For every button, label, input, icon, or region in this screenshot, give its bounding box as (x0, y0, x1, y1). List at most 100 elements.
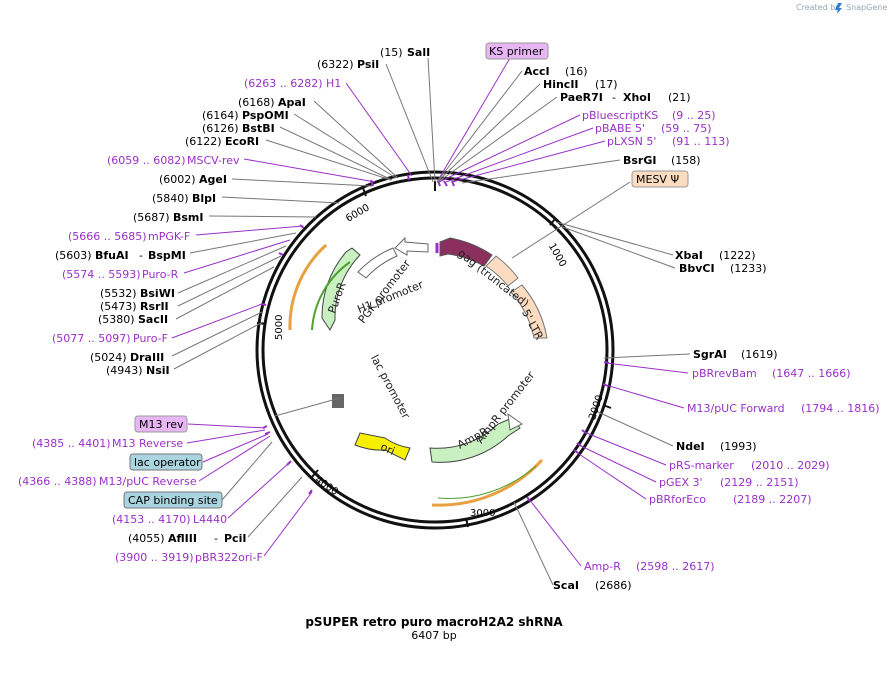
xbai-name: XbaI (675, 249, 703, 262)
apai-pos: (6168) (238, 96, 275, 109)
pbrforeco-name: pBRforEco (649, 493, 706, 506)
amp-r-name: Amp-R (584, 560, 621, 573)
mscv-rev-name: MSCV-rev (187, 154, 240, 167)
m13-reverse-range: (4385 .. 4401) (32, 437, 111, 450)
pbrrevbam-range: (1647 .. 1666) (772, 367, 851, 380)
tick-4000-mark (311, 469, 319, 478)
pcii-name: PciI (224, 532, 246, 545)
paer7i-dash: - (612, 91, 616, 104)
mscv-rev-range: (6059 .. 6082) (107, 154, 186, 167)
draiii-pos: (5024) (90, 351, 127, 364)
puro-r-name: Puro-R (142, 268, 179, 281)
pspomi-pos: (6164) (202, 109, 239, 122)
cap-binding-site-box (123, 491, 223, 509)
afliii-name: AflIII (168, 532, 197, 545)
bsiwi-name: BsiWI (140, 287, 175, 300)
acci-name: AccI (524, 65, 550, 78)
pbr322ori-f-range: (3900 .. 3919) (115, 551, 194, 564)
psii-name: PsiI (357, 58, 379, 71)
tick-4000-label: 4000 (313, 474, 340, 498)
tick-5000-mark (256, 322, 267, 325)
lac-promoter-label: lac promoter (368, 353, 413, 422)
left-callout-lines (171, 63, 434, 557)
h1-promoter-arrow (394, 236, 429, 256)
ltr-cap-a (485, 255, 519, 287)
xhoi-name: XhoI (623, 91, 651, 104)
pgk-promoter-arrow (357, 247, 398, 279)
m13-puc-reverse-name: M13/pUC Reverse (99, 475, 197, 488)
puro-f-range: (5077 .. 5097) (52, 332, 131, 345)
puro-r-range: (5574 .. 5593) (62, 268, 141, 281)
plasmid-name: pSUPER retro puro macroH2A2 shRNA (305, 615, 563, 629)
m13-puc-reverse-range: (4366 .. 4388) (18, 475, 97, 488)
m13-rev-box (134, 415, 188, 433)
hincii-pos: (17) (595, 78, 618, 91)
pbluescriptks-range: (9 .. 25) (672, 109, 716, 122)
pgex-name: pGEX 3' (659, 476, 703, 489)
l4440-range: (4153 .. 4170) (112, 513, 191, 526)
ks-primer-box (485, 42, 549, 60)
snapgene-logo-icon (835, 3, 842, 14)
amp-r-range: (2598 .. 2617) (636, 560, 715, 573)
tick-3000-label: 3000 (470, 508, 495, 519)
pgex-range: (2129 .. 2151) (720, 476, 799, 489)
sali-name: SalI (407, 46, 430, 59)
puror-green-line (311, 261, 351, 331)
mpgk-f-name: mPGK-F (148, 230, 190, 243)
bfuai-name: BfuAI (95, 249, 129, 262)
ori-label: ori (378, 440, 396, 458)
m13-forward-range: (1794 .. 1816) (801, 402, 880, 415)
rsrii-pos: (5473) (100, 300, 137, 313)
apai-name: ApaI (278, 96, 306, 109)
blpi-name: BlpI (192, 192, 216, 205)
h1-name: H1 (326, 77, 341, 90)
gag-label: gag (truncated) (455, 247, 531, 310)
agei-name: AgeI (199, 173, 227, 186)
nsii-name: NsiI (146, 364, 170, 377)
puror-arrow (321, 247, 361, 331)
pbabe-range: (59 .. 75) (661, 122, 712, 135)
draiii-name: DraIII (130, 351, 164, 364)
sacii-name: SacII (138, 313, 168, 326)
agei-pos: (6002) (159, 173, 196, 186)
pspomi-name: PspOMI (242, 109, 289, 122)
afliii-dash: - (214, 532, 218, 545)
bsmi-pos: (5687) (133, 211, 170, 224)
pbrforeco-range: (2189 .. 2207) (733, 493, 812, 506)
blpi-pos: (5840) (152, 192, 189, 205)
bspmi-name: BspMI (148, 249, 186, 262)
ecori-pos: (6122) (185, 135, 222, 148)
m13-rev-label: M13 rev (139, 418, 184, 431)
green-arc-bottom (437, 465, 537, 499)
ampr-arrow (429, 417, 521, 463)
tick-1000-label: 1000 (546, 241, 568, 269)
ks-primer-label: KS primer (489, 45, 544, 58)
bstbi-pos: (6126) (202, 122, 239, 135)
sgrai-pos: (1619) (741, 348, 778, 361)
psii-pos: (6322) (317, 58, 354, 71)
bfuai-pos: (5603) (55, 249, 92, 262)
tick-6000-mark (362, 187, 367, 197)
bsmi-name: BsmI (173, 211, 204, 224)
ndei-name: NdeI (676, 440, 705, 453)
puro-f-name: Puro-F (133, 332, 168, 345)
prs-marker-name: pRS-marker (669, 459, 734, 472)
ecori-name: EcoRI (225, 135, 259, 148)
right-callout-lines (427, 57, 691, 586)
ltr-arrow (510, 284, 548, 339)
acci-pos: (16) (565, 65, 588, 78)
tick-5000-label: 5000 (274, 315, 285, 340)
bstbi-name: BstBI (242, 122, 275, 135)
pbr322ori-f-name: pBR322ori-F (195, 551, 263, 564)
lac-operator-label: lac operator (134, 456, 201, 469)
sgrai-name: SgrAI (693, 348, 727, 361)
bsrgi-pos: (158) (671, 154, 701, 167)
backbone-outer (255, 170, 615, 530)
m13-forward-name: M13/pUC Forward (687, 402, 785, 415)
lac-operator-box (129, 453, 203, 471)
bfuai-dash: - (139, 249, 143, 262)
nsii-pos: (4943) (106, 364, 143, 377)
mesv-label: MESV Ψ (636, 173, 679, 186)
paer7i-name: PaeR7I (560, 91, 603, 104)
scai-name: ScaI (553, 579, 579, 592)
